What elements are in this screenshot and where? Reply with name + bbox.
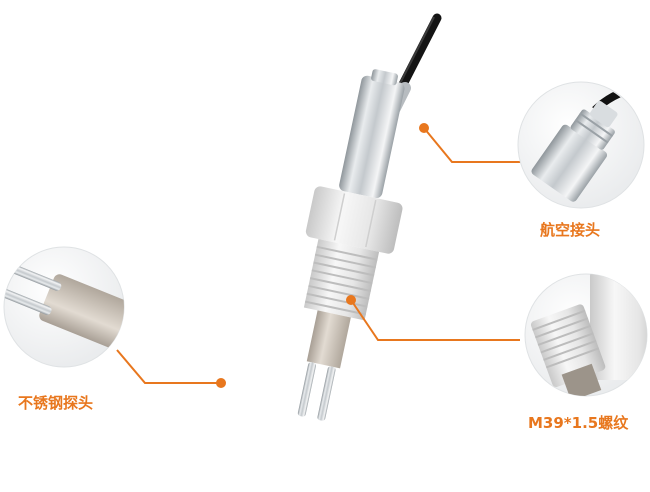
probe-detail-bubble <box>3 246 125 368</box>
thread-detail-bubble <box>524 273 648 397</box>
callout-dots <box>216 123 429 388</box>
callout-lines <box>116 127 530 384</box>
probe-label: 不锈钢探头 <box>18 394 94 412</box>
connector-label: 航空接头 <box>540 221 601 239</box>
sensor-body <box>297 69 405 421</box>
thread-label: M39*1.5螺纹 <box>528 414 629 432</box>
connector-detail-bubble <box>517 81 645 209</box>
